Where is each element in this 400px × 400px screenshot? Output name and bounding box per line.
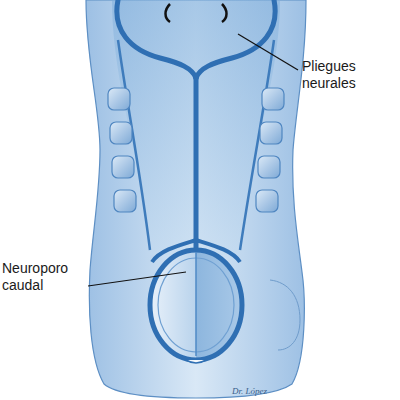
fold-edge xyxy=(240,40,274,250)
neural-fold xyxy=(117,0,196,78)
leader-line xyxy=(238,34,298,70)
neural-fold xyxy=(196,0,275,78)
somites xyxy=(108,88,284,212)
body-bulge xyxy=(270,280,300,350)
leader-line xyxy=(88,272,186,286)
part-label: Neuroporo caudal xyxy=(2,260,92,294)
neural-plate xyxy=(112,0,280,255)
brain-mark xyxy=(166,4,171,22)
embryo-body xyxy=(86,0,306,398)
caudal-neuropore xyxy=(150,250,242,360)
primitive-streak xyxy=(186,360,206,363)
artist-signature: Dr. López xyxy=(232,386,302,396)
part-label: Pliegues neurales xyxy=(302,58,398,92)
fold-edge xyxy=(118,40,150,250)
neuropore-cleft xyxy=(195,252,197,356)
neural-tube xyxy=(194,76,199,252)
brain-mark xyxy=(222,4,227,22)
